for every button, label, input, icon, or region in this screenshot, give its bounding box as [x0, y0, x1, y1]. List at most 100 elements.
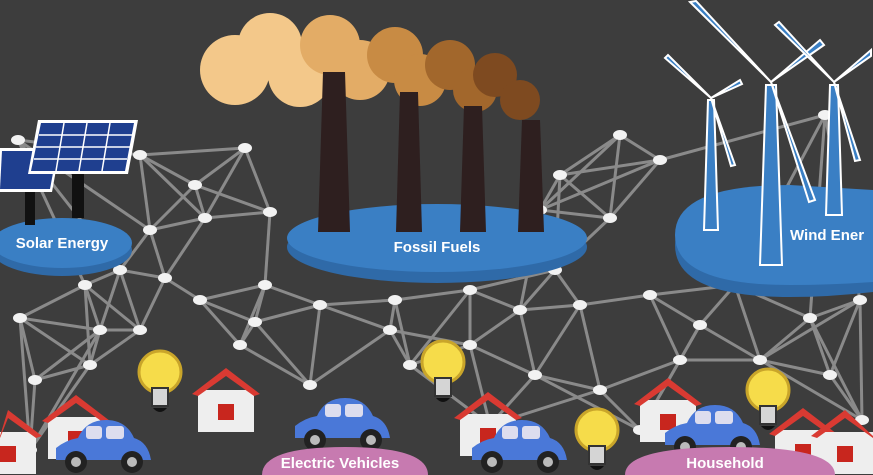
network-link — [518, 309, 537, 376]
network-link — [164, 276, 201, 302]
network-link — [393, 299, 412, 366]
network-link — [533, 304, 582, 376]
network-link — [138, 154, 152, 231]
network-node — [113, 265, 127, 275]
network-link — [28, 329, 102, 451]
network-node — [513, 305, 527, 315]
household-label: Household — [686, 455, 764, 472]
network-link — [119, 268, 166, 280]
network-link — [253, 321, 312, 386]
network-link — [388, 329, 412, 366]
network-link — [534, 373, 641, 432]
fossil-fuels-label: Fossil Fuels — [394, 239, 481, 256]
network-link — [148, 229, 167, 279]
network-link — [198, 299, 242, 346]
network-node — [233, 340, 247, 350]
network-node — [803, 313, 817, 323]
network-link — [559, 158, 661, 177]
network-node — [613, 130, 627, 140]
network-node — [528, 370, 542, 380]
network-link — [534, 373, 601, 392]
network-link — [828, 299, 862, 376]
network-node — [403, 360, 417, 370]
car-icon — [472, 420, 567, 473]
network-node — [593, 385, 607, 395]
network-link — [699, 323, 761, 362]
network-link — [659, 113, 826, 162]
network-node — [248, 317, 262, 327]
network-link — [194, 183, 271, 214]
network-link — [388, 299, 397, 331]
network-link — [648, 294, 682, 361]
network-link — [193, 184, 207, 219]
network-link — [89, 328, 141, 367]
network-link — [518, 269, 557, 311]
network-node — [28, 375, 42, 385]
network-node — [143, 225, 157, 235]
network-link — [538, 174, 562, 211]
light-bulb-icon — [137, 349, 183, 412]
network-link — [138, 153, 207, 220]
ev-platform — [262, 447, 428, 475]
consumers-group: Electric Vehicles Household — [0, 339, 873, 475]
network-node — [853, 295, 867, 305]
network-link — [649, 293, 701, 327]
network-link — [118, 229, 152, 271]
network-link — [83, 284, 102, 331]
network-node — [188, 180, 202, 190]
network-link — [139, 153, 196, 187]
house-icon — [192, 368, 260, 432]
solar-energy-group: Solar Energy — [0, 120, 138, 276]
network-link — [203, 147, 247, 219]
network-node — [463, 340, 477, 350]
network-link — [194, 146, 246, 187]
wind-turbine-icon — [663, 0, 872, 266]
network-link — [319, 298, 396, 307]
network-link — [264, 283, 321, 307]
network-link — [19, 316, 91, 367]
network-link — [34, 363, 91, 382]
network-link — [808, 317, 864, 421]
network-link — [469, 308, 521, 347]
smokestack-icon — [318, 72, 544, 232]
network-link — [309, 328, 391, 387]
network-node — [133, 325, 147, 335]
car-icon — [295, 398, 390, 451]
network-link — [18, 317, 37, 381]
network-link — [319, 303, 391, 332]
network-node — [753, 355, 767, 365]
network-node — [198, 213, 212, 223]
network-link — [598, 388, 642, 432]
network-node — [11, 135, 25, 145]
network-link — [254, 303, 321, 324]
network-node — [93, 325, 107, 335]
electric-vehicles-label: Electric Vehicles — [281, 455, 399, 472]
network-link — [84, 283, 141, 332]
wind-energy-group: Wind Ener — [663, 0, 873, 297]
solar-panel-icon — [0, 120, 138, 225]
network-link — [469, 268, 556, 292]
light-bulb-icon — [420, 339, 466, 402]
network-link — [519, 303, 581, 312]
network-link — [608, 159, 662, 219]
network-node — [313, 300, 327, 310]
network-link — [559, 173, 611, 220]
solar-energy-label: Solar Energy — [16, 235, 109, 252]
network-node — [258, 280, 272, 290]
network-link — [98, 269, 122, 331]
network-link — [579, 293, 651, 307]
network-link — [394, 288, 471, 302]
network-link — [199, 283, 266, 302]
network-node — [388, 295, 402, 305]
network-link — [539, 208, 611, 220]
network-link — [578, 304, 602, 391]
network-node — [303, 380, 317, 390]
network-node — [13, 313, 27, 323]
network-link — [149, 216, 206, 232]
network-link — [759, 316, 811, 362]
network-link — [759, 298, 861, 362]
network-link — [599, 358, 681, 392]
network-link — [858, 299, 864, 421]
